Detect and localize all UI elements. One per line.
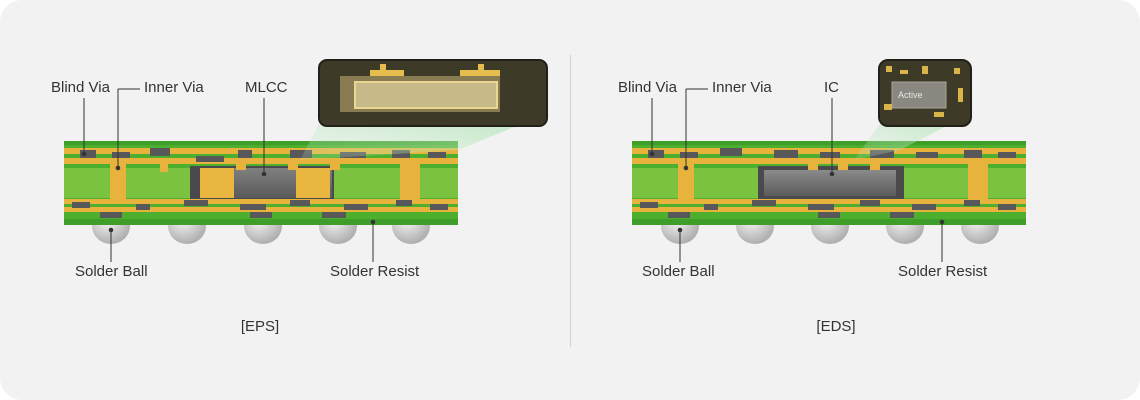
copper-layer bbox=[64, 158, 458, 164]
panel-divider bbox=[570, 55, 571, 347]
caption-eds: [EDS] bbox=[816, 318, 856, 335]
eps-panel: Blind Via Inner Via MLCC Solder Ball Sol… bbox=[51, 59, 548, 335]
label-inner-via: Inner Via bbox=[144, 79, 204, 96]
copper-layer bbox=[632, 148, 1026, 154]
label-blind-via: Blind Via bbox=[51, 79, 110, 96]
mlcc-terminal-right bbox=[296, 168, 330, 198]
label-solder-resist: Solder Resist bbox=[898, 263, 988, 280]
inner-via bbox=[400, 158, 420, 200]
top-pads bbox=[648, 148, 1016, 158]
label-solder-resist: Solder Resist bbox=[330, 263, 420, 280]
solder-resist-bottom bbox=[64, 219, 458, 225]
inner-via bbox=[678, 158, 694, 200]
label-ic: IC bbox=[824, 79, 839, 96]
copper-layer bbox=[64, 148, 458, 154]
eds-panel: Blind Via Inner Via IC Solder Ball Solde… bbox=[570, 0, 1140, 400]
bottom-pads bbox=[640, 200, 1016, 218]
solder-resist-top bbox=[64, 141, 458, 145]
solder-resist-top bbox=[632, 141, 1026, 145]
ic-zoom-inset bbox=[878, 59, 972, 127]
mlcc-zoom-inset bbox=[318, 59, 548, 127]
bottom-pads bbox=[72, 200, 448, 218]
label-solder-ball: Solder Ball bbox=[75, 263, 148, 280]
copper-layer bbox=[632, 199, 1026, 204]
solder-resist-bottom bbox=[632, 219, 1026, 225]
caption-eps: [EPS] bbox=[240, 318, 280, 335]
eds-leader-lines bbox=[649, 88, 945, 262]
substrate bbox=[632, 141, 1026, 225]
inner-via bbox=[110, 158, 126, 200]
label-blind-via: Blind Via bbox=[618, 79, 677, 96]
label-solder-ball: Solder Ball bbox=[642, 263, 715, 280]
substrate bbox=[64, 141, 458, 225]
eps-leader-lines bbox=[81, 88, 376, 262]
inner-via bbox=[968, 158, 988, 200]
eds-cross-section bbox=[632, 59, 1026, 262]
label-inner-via: Inner Via bbox=[712, 79, 772, 96]
label-mlcc: MLCC bbox=[245, 79, 288, 96]
copper-layer bbox=[64, 199, 458, 204]
zoom-active-label: Active bbox=[898, 90, 923, 100]
copper-layer bbox=[632, 158, 1026, 164]
eps-cross-section bbox=[64, 59, 548, 262]
mlcc-terminal-left bbox=[200, 168, 234, 198]
